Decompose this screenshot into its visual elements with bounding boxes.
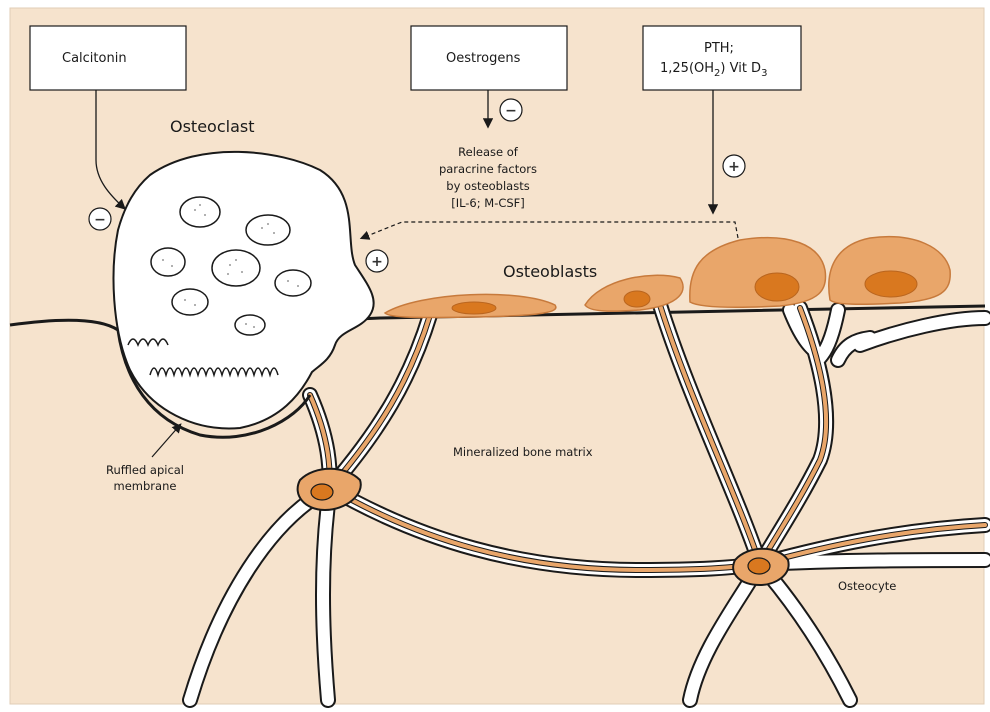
oestrogens-box: Oestrogens bbox=[411, 26, 567, 90]
svg-text:+: + bbox=[371, 254, 383, 270]
pth-plus-sign: + bbox=[723, 155, 745, 177]
oestrogens-minus-sign: − bbox=[500, 99, 522, 121]
svg-text:Ruffled apical: Ruffled apical bbox=[106, 463, 184, 477]
osteoblast-4 bbox=[829, 237, 950, 305]
osteoclast-label: Osteoclast bbox=[170, 117, 255, 136]
svg-text:membrane: membrane bbox=[114, 479, 177, 493]
svg-text:−: − bbox=[505, 103, 517, 119]
calcitonin-minus-sign: − bbox=[89, 208, 111, 230]
osteocyte-cell-right bbox=[733, 549, 788, 585]
svg-text:−: − bbox=[94, 212, 106, 228]
svg-text:paracrine factors: paracrine factors bbox=[439, 162, 537, 176]
osteoblasts-label: Osteoblasts bbox=[503, 262, 597, 281]
svg-text:+: + bbox=[728, 159, 740, 175]
svg-text:by osteoblasts: by osteoblasts bbox=[446, 179, 529, 193]
paracrine-plus-sign: + bbox=[366, 250, 388, 272]
pth-box: PTH; 1,25(OH2) Vit D3 bbox=[643, 26, 801, 90]
svg-text:[IL-6; M-CSF]: [IL-6; M-CSF] bbox=[451, 196, 525, 210]
svg-text:Release of: Release of bbox=[458, 145, 519, 159]
pth-label-line1: PTH; bbox=[704, 41, 734, 56]
oestrogens-label: Oestrogens bbox=[446, 51, 521, 66]
calcitonin-box: Calcitonin bbox=[30, 26, 186, 90]
calcitonin-label: Calcitonin bbox=[62, 51, 127, 66]
osteocyte-label: Osteocyte bbox=[838, 579, 896, 593]
mineralized-matrix-label: Mineralized bone matrix bbox=[453, 445, 593, 459]
